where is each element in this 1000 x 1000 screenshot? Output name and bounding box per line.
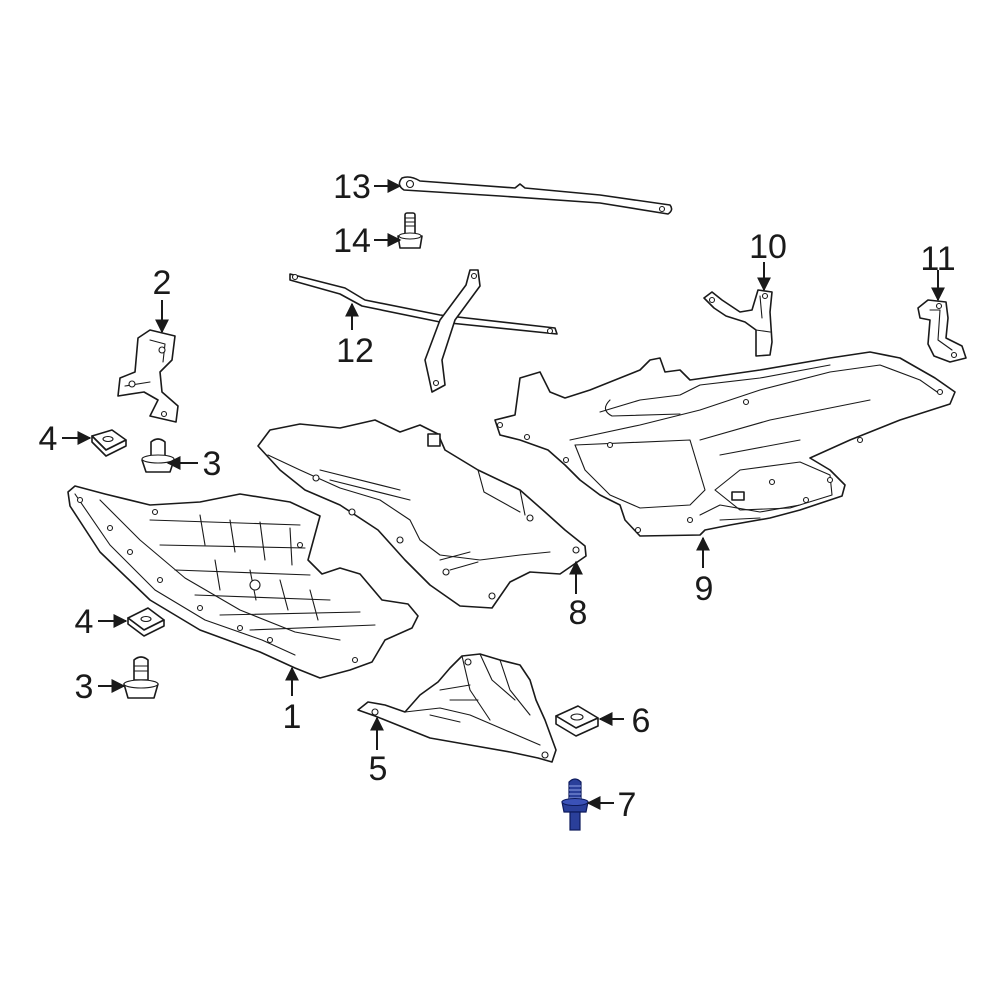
callout-labels: 13 14 2 12 10 11 4 3 4 3 1 5 8 9 6 7 [39, 168, 956, 824]
callout-6: 6 [632, 702, 651, 740]
callout-4-upper: 4 [39, 420, 58, 458]
callout-14: 14 [333, 222, 371, 260]
callout-10: 10 [749, 228, 787, 266]
callout-9: 9 [695, 570, 714, 608]
part-9-rear-underbody-shield[interactable] [494, 351, 956, 537]
part-10-mounting-bracket[interactable] [703, 289, 773, 357]
part-14-bolt[interactable] [397, 212, 423, 249]
part-6-nut[interactable] [555, 705, 599, 737]
part-3-bolt-upper[interactable] [141, 438, 175, 473]
part-4-nut-lower[interactable] [127, 607, 165, 637]
callout-4-lower: 4 [75, 603, 94, 641]
callout-5: 5 [369, 750, 388, 788]
callout-2: 2 [153, 264, 172, 302]
callout-1: 1 [283, 698, 302, 736]
part-11-rear-bracket[interactable] [917, 299, 967, 363]
callout-13: 13 [333, 168, 371, 206]
part-8-middle-underbody-shield[interactable] [257, 419, 587, 609]
part-2-bracket[interactable] [117, 329, 179, 423]
part-5-side-shield[interactable] [357, 653, 557, 763]
callout-8: 8 [569, 594, 588, 632]
part-4-nut-upper[interactable] [91, 429, 127, 457]
part-3-bolt-lower[interactable] [123, 656, 159, 699]
callout-7: 7 [618, 786, 637, 824]
callout-11: 11 [920, 240, 955, 278]
callout-3-lower: 3 [75, 668, 94, 706]
part-7-bolt-highlighted[interactable] [561, 778, 589, 831]
callout-3-upper: 3 [203, 445, 222, 483]
part-13-strut-bar[interactable] [398, 176, 673, 215]
part-1-front-underbody-shield[interactable] [67, 485, 419, 679]
leader-lines [62, 179, 945, 810]
callout-12: 12 [336, 332, 374, 370]
part-12-cross-brace[interactable] [289, 269, 558, 393]
